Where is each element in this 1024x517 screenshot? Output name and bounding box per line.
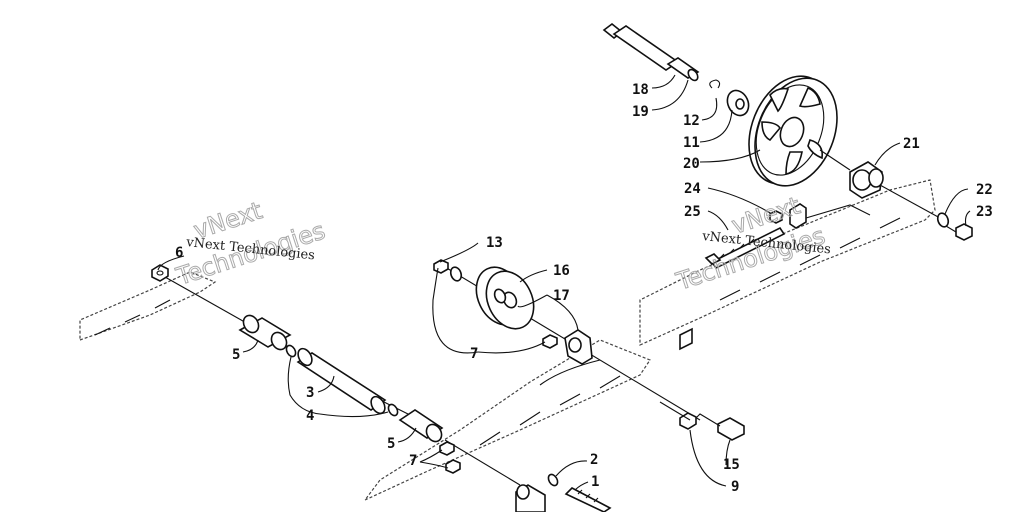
callout-13: 13 [486, 235, 503, 251]
middle-idler-assembly [433, 259, 745, 441]
callout-25: 25 [684, 204, 701, 220]
tube-3 [296, 347, 387, 415]
bolt-9 [659, 401, 697, 430]
callout-2: 2 [590, 452, 598, 468]
callout-22: 22 [976, 182, 993, 198]
callout-11: 11 [683, 135, 700, 151]
callout-1: 1 [591, 474, 599, 490]
spacer-5-upper [238, 314, 292, 351]
callout-18: 18 [632, 82, 649, 98]
callout-7a: 7 [409, 453, 417, 469]
nut-7-lower-pair [439, 441, 461, 474]
spacer-5-lower [398, 409, 444, 443]
idler-wheel-16 [475, 266, 535, 330]
washer-4-upper [285, 344, 297, 358]
bolt-15 [695, 413, 745, 441]
bearing-11 [726, 89, 750, 117]
washer-13 [449, 266, 463, 282]
callout-labels: 1 2 3 4 5 5 6 7 7 9 11 12 13 15 16 17 18… [175, 82, 993, 495]
callout-19: 19 [632, 104, 649, 120]
nut-6 [151, 264, 169, 282]
callout-15: 15 [723, 457, 740, 473]
washer-4-lower [387, 403, 399, 417]
right-slide-rail [364, 179, 936, 501]
nut-7-upper [542, 334, 558, 349]
adjuster-bolt-25 [704, 226, 786, 270]
callout-3: 3 [306, 385, 314, 401]
axle-bracket-lower [515, 484, 546, 513]
hub-21 [849, 161, 884, 199]
washer-2 [547, 473, 559, 487]
rear-idler-wheel-20 [748, 75, 838, 187]
callout-5b: 5 [387, 436, 395, 452]
adjuster-bracket [789, 203, 807, 229]
callout-7b: 7 [470, 346, 478, 362]
shaft-18 [602, 22, 700, 82]
callout-6: 6 [175, 245, 183, 261]
left-slide-rail [79, 271, 217, 341]
callout-16: 16 [553, 263, 570, 279]
adjuster-nut-24 [769, 210, 783, 224]
rear-idler-assembly [602, 22, 973, 270]
bolt-1 [564, 487, 612, 513]
callout-21: 21 [903, 136, 920, 152]
callout-9: 9 [731, 479, 739, 495]
callout-20: 20 [683, 156, 700, 172]
callout-17: 17 [553, 288, 570, 304]
watermark-left: vNext Technologies vNext Technologies [172, 196, 329, 292]
callout-24: 24 [684, 181, 701, 197]
callout-leaders [157, 74, 971, 491]
callout-5a: 5 [232, 347, 240, 363]
bolt-23 [945, 223, 973, 241]
callout-12: 12 [683, 113, 700, 129]
lower-cross-shaft-assembly [151, 264, 612, 513]
callout-4: 4 [306, 408, 314, 424]
washer-22 [936, 212, 950, 228]
snap-ring-12 [709, 79, 721, 89]
callout-23: 23 [976, 204, 993, 220]
